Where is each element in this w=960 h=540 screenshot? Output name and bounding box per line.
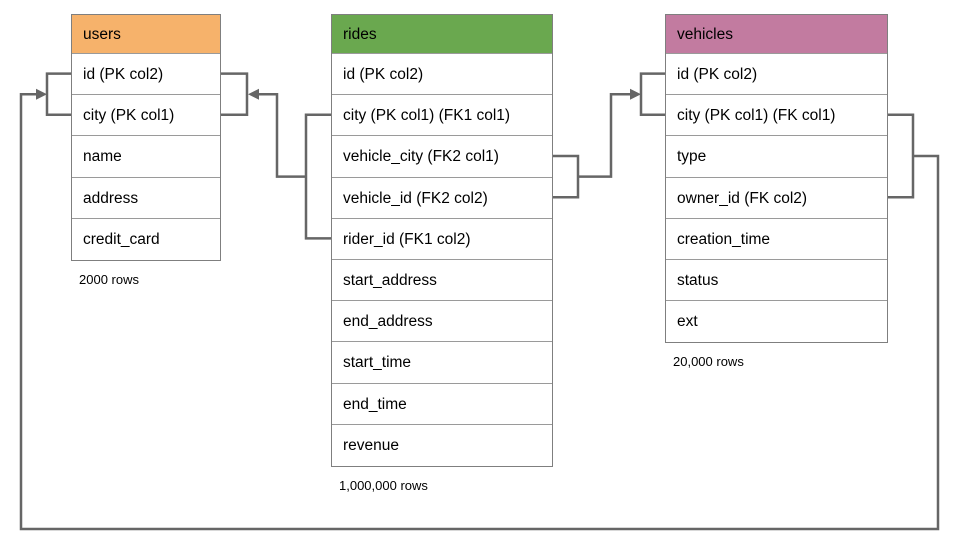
vehicles-column-id: id (PK col2) [666,54,887,96]
vehicles-column-creation-time: creation_time [666,218,887,260]
users-column-id: id (PK col2) [72,54,220,96]
vehicles-column-ext: ext [666,301,887,343]
table-users: users id (PK col2) city (PK col1) name a… [71,14,221,287]
relationship-rides-to-vehicles [553,72,665,199]
users-column-credit-card: credit_card [72,218,220,260]
rides-column-revenue: revenue [332,424,552,466]
rides-column-start-time: start_time [332,342,552,384]
arrowhead-to-users [248,88,259,100]
vehicles-column-city: city (PK col1) (FK col1) [666,95,887,137]
rides-fk2-bracket [553,154,580,199]
table-vehicles-header: vehicles [666,15,887,54]
rides-fk1-bracket [304,113,331,240]
vehicles-row-count: 20,000 rows [673,354,744,370]
vehicles-column-status: status [666,259,887,302]
vehicles-column-owner-id: owner_id (FK col2) [666,177,887,219]
table-vehicles: vehicles id (PK col2) city (PK col1) (FK… [665,14,888,369]
users-row-count: 2000 rows [79,271,139,287]
rides-column-rider-id: rider_id (FK1 col2) [332,218,552,260]
rides-fk1-link [258,92,306,178]
users-pk-bracket [221,72,249,117]
arrowhead-to-vehicles [630,88,641,100]
users-column-address: address [72,177,220,219]
vehicles-fk-loop-link [19,92,940,531]
vehicles-pk-bracket [639,72,665,117]
rides-column-end-address: end_address [332,301,552,343]
users-column-city: city (PK col1) [72,95,220,137]
table-rides-header: rides [332,15,552,54]
rides-column-city: city (PK col1) (FK1 col1) [332,95,552,137]
table-rides: rides id (PK col2) city (PK col1) (FK1 c… [331,14,553,493]
rides-column-start-address: start_address [332,259,552,302]
rides-column-vehicle-id: vehicle_id (FK2 col2) [332,177,552,219]
vehicles-fk-bracket [888,113,915,199]
arrowhead-loop-to-users [36,88,47,100]
rides-column-end-time: end_time [332,383,552,425]
rides-column-vehicle-city: vehicle_city (FK2 col1) [332,136,552,178]
rides-row-count: 1,000,000 rows [339,477,428,493]
vehicles-column-type: type [666,136,887,178]
table-users-header: users [72,15,220,54]
users-column-name: name [72,136,220,178]
rides-column-id: id (PK col2) [332,54,552,96]
users-pk-left-bracket [45,72,71,117]
rides-fk2-link [578,92,630,178]
relationship-vehicles-to-users [19,72,940,531]
relationship-rides-to-users [221,72,331,240]
